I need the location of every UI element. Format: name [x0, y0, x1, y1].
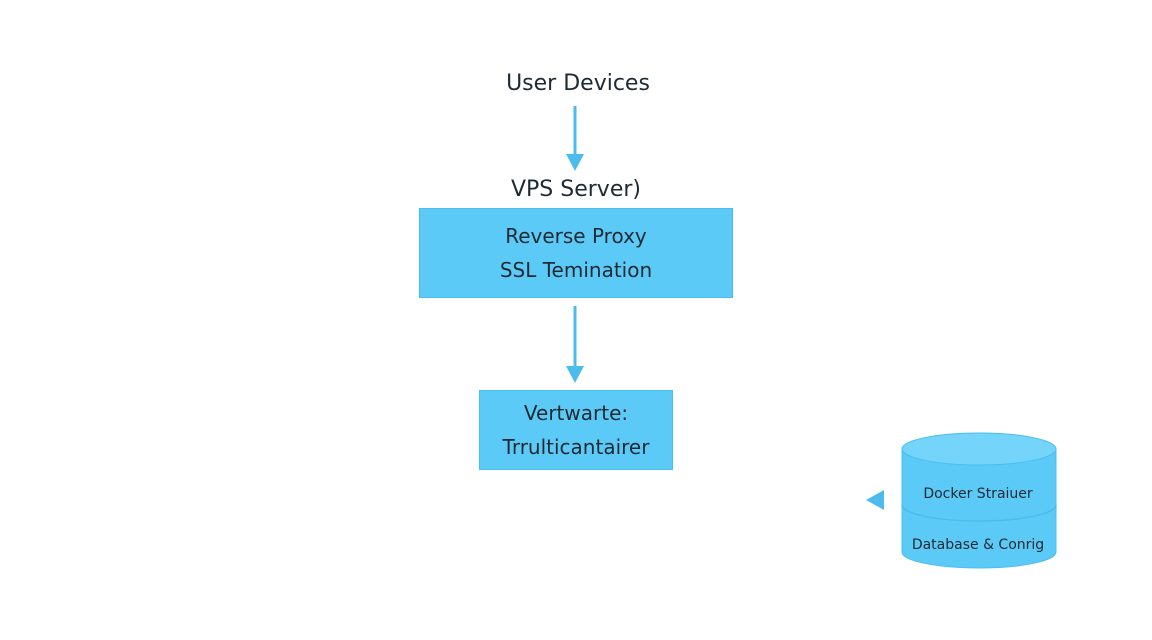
container-line1: Vertwarte: [523, 401, 629, 425]
node-reverse-proxy: Reverse Proxy SSL Temination [419, 208, 733, 298]
node-user-devices: User Devices [506, 71, 650, 96]
arrow-user-to-vps [566, 106, 584, 171]
node-vps-server-label: VPS Server) [510, 177, 642, 202]
arrow-proxy-to-container [566, 306, 584, 383]
reverse-proxy-line1: Reverse Proxy [505, 224, 647, 248]
node-container: Vertwarte: Trrulticantairer [479, 390, 673, 470]
arrow-storage-left [866, 490, 884, 510]
storage-label-top: Docker Straiuer [923, 486, 1033, 502]
reverse-proxy-line2: SSL Temination [499, 258, 653, 282]
container-line2: Trrulticantairer [502, 435, 650, 459]
storage-label-bottom: Database & Conrig [911, 537, 1045, 553]
